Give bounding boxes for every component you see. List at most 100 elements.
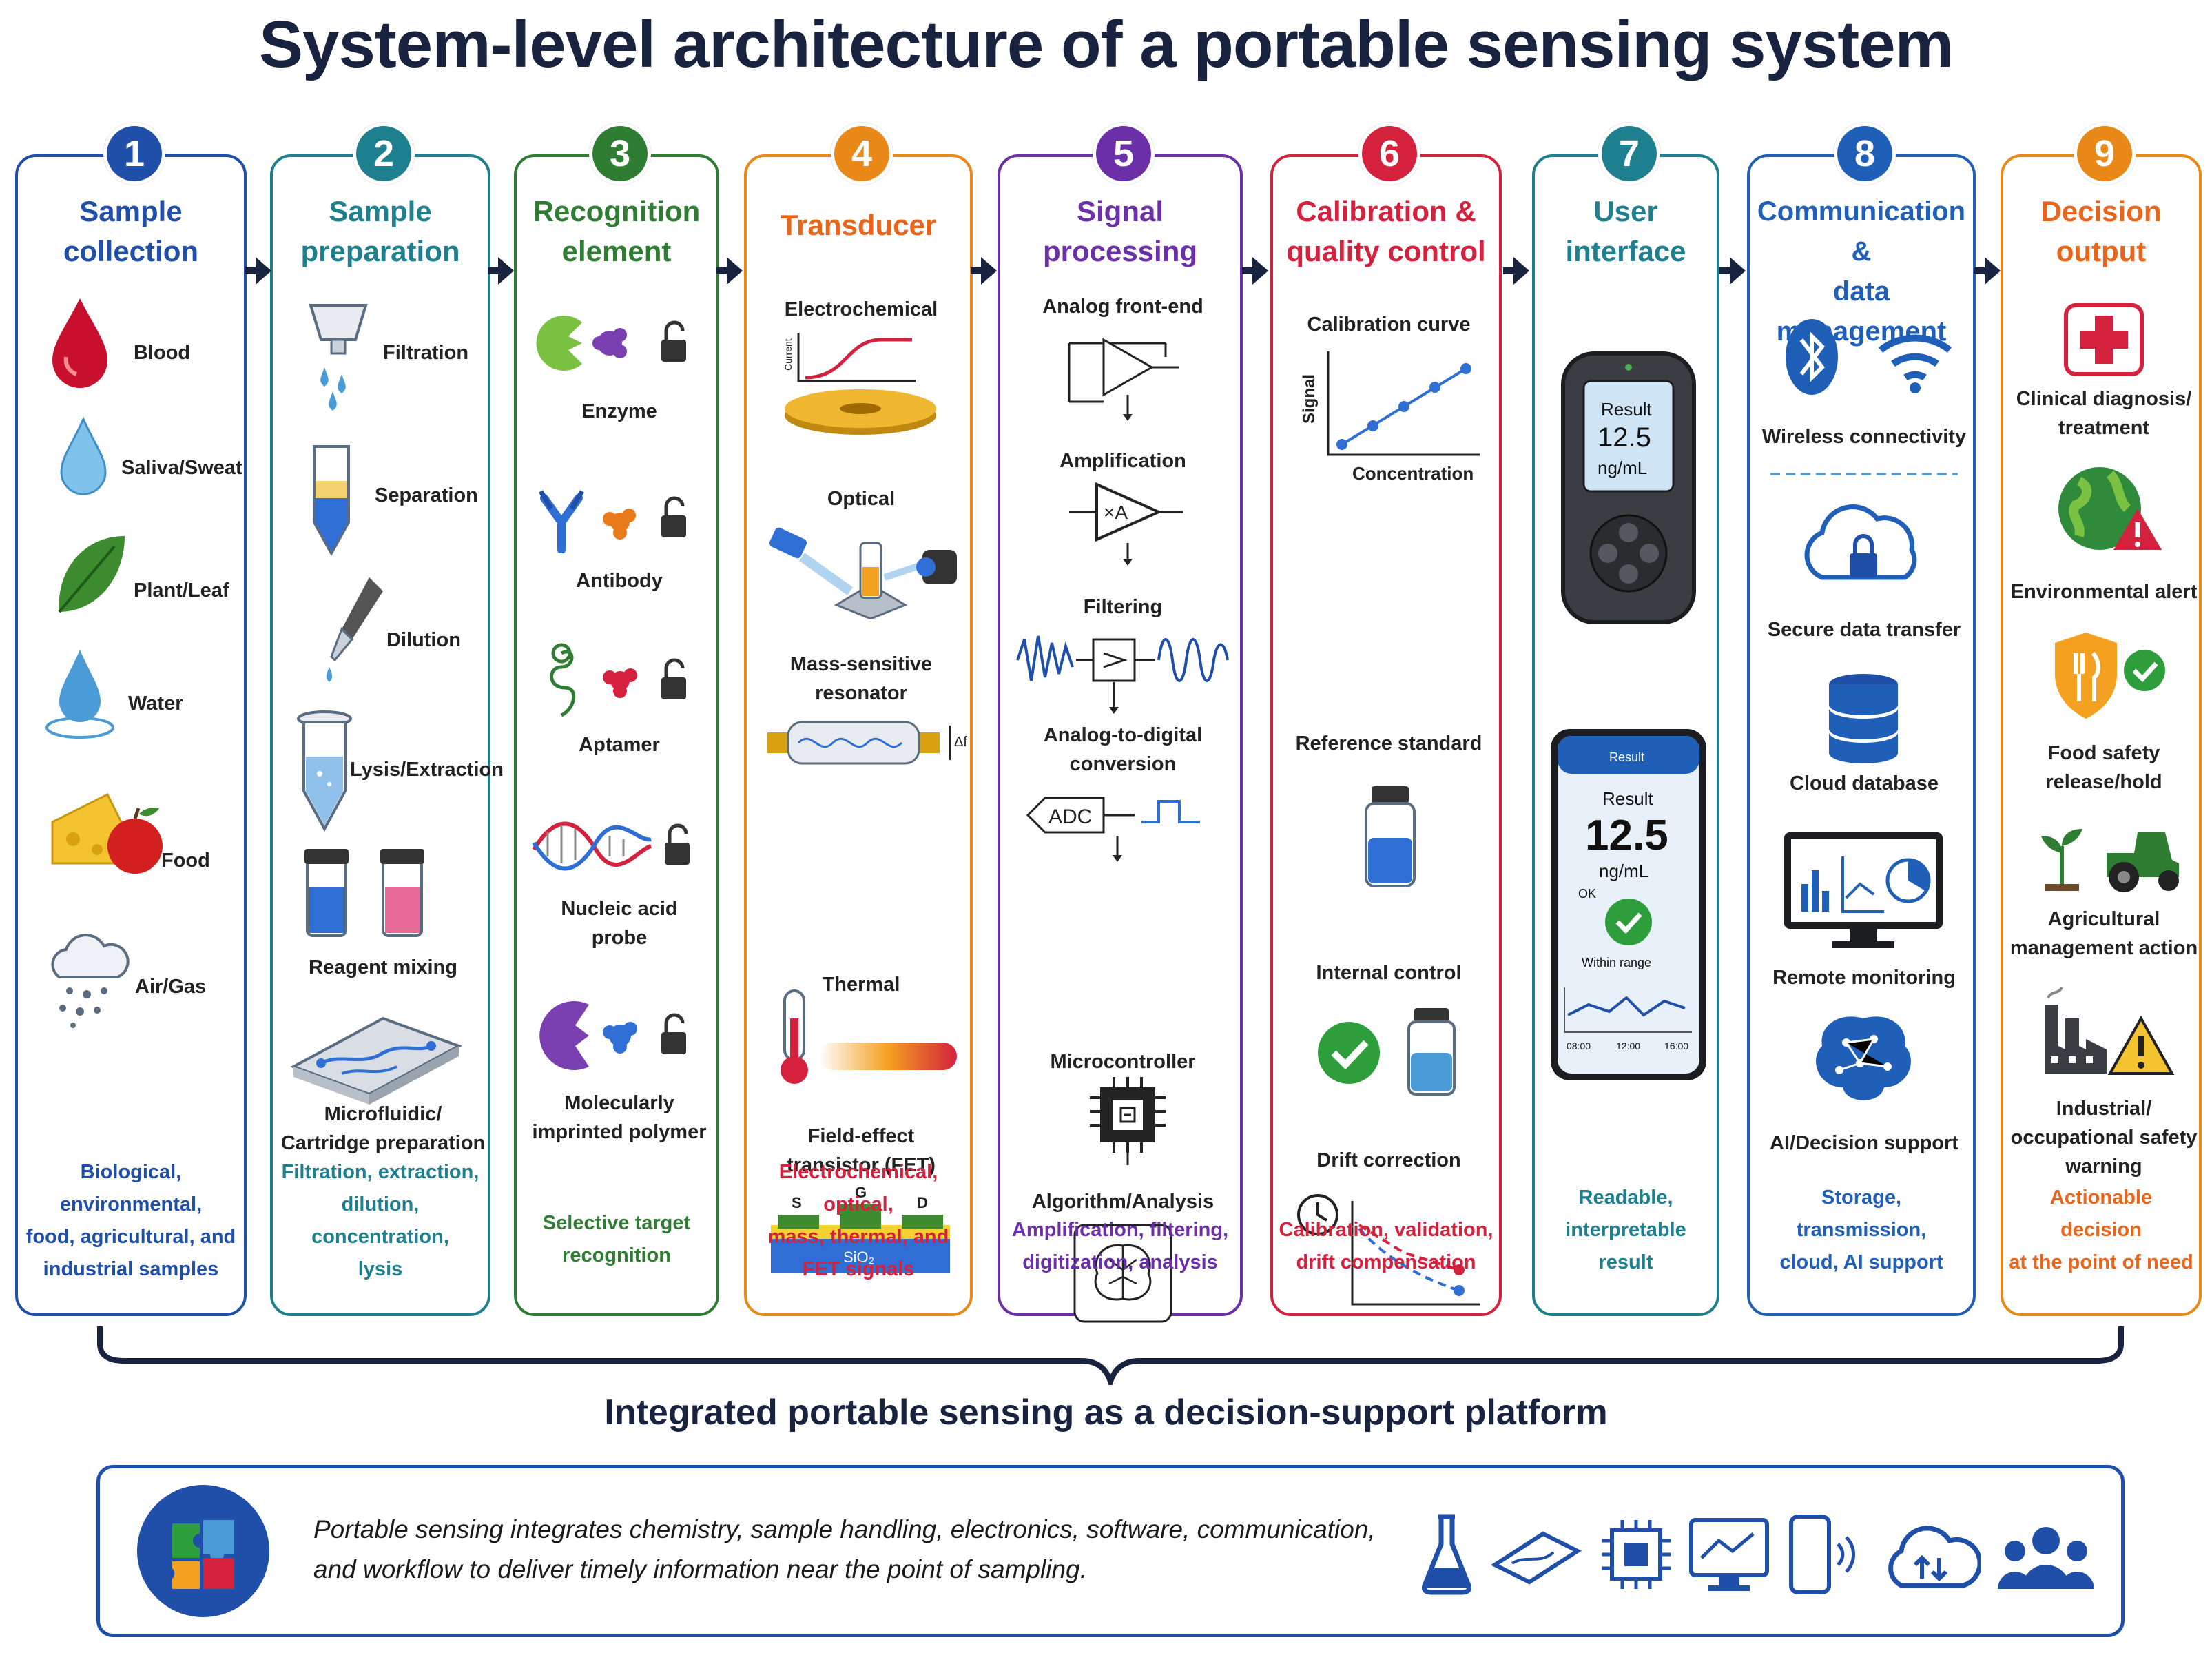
flow-arrow-icon: [1503, 257, 1529, 285]
agriculture-tractor-icon: [2041, 829, 2179, 892]
column-communication-data-management: 8 Communication & data management Wirele…: [1747, 123, 1976, 1316]
item-clinical-diagnosis: Clinical diagnosis/ treatment: [2016, 388, 2192, 439]
step-number: 9: [2074, 123, 2136, 185]
resonator-icon: Δf: [767, 721, 967, 765]
current-axis-label: Current: [783, 338, 794, 371]
step-number: 8: [1834, 123, 1896, 185]
item-food-safety: Food safety release/hold: [2045, 742, 2162, 793]
summary-text: Portable sensing integrates chemistry, s…: [313, 1515, 1376, 1583]
sio2-label: SiO₂: [843, 1249, 874, 1266]
flow-arrow-icon: [716, 257, 743, 285]
item-analog-to-digital-conversion: Analog-to-digital conversion: [1043, 724, 1203, 775]
signal-axis-label: Signal: [1300, 374, 1319, 424]
column-recognition-element: 3 Recognition element Enzyme Antibody Ap…: [514, 123, 719, 1316]
flow-arrow-icon: [1974, 257, 2001, 285]
microcontroller-icon: [1090, 1077, 1166, 1165]
phone-result-label: Result: [1602, 788, 1653, 809]
column-footer: Calibration, validation, drift compensat…: [1279, 1219, 1493, 1273]
phone-status: Within range: [1582, 956, 1651, 969]
column-transducer: 4 Transducer Electrochemical Current Opt…: [744, 123, 973, 1316]
concentration-axis-label: Concentration: [1352, 463, 1474, 482]
column-title: Decision output: [2040, 195, 2162, 267]
ai-brain-icon: [1816, 1016, 1911, 1100]
column-sample-collection: 1 Sample collection Blood Saliva/Sweat P…: [15, 123, 247, 1316]
amplifier-gain-label: ×A: [1104, 502, 1128, 523]
microfluidic-cartridge-icon: [290, 1016, 462, 1105]
step-number: 2: [353, 123, 415, 185]
chip-icon: [1602, 1520, 1671, 1589]
step-number: 1: [103, 123, 165, 185]
source-label: S: [792, 1194, 802, 1211]
item-aptamer: Aptamer: [579, 734, 660, 756]
nucleic-acid-probe-icon: [532, 821, 690, 871]
item-thermal: Thermal: [822, 974, 900, 996]
puzzle-globe-icon: [137, 1485, 269, 1617]
thermometer-icon: [781, 989, 957, 1084]
phone-unit: ng/mL: [1599, 861, 1648, 881]
saliva-drop-icon: [60, 416, 107, 495]
blood-drop-icon: [52, 298, 107, 388]
analog-front-end-icon: [1068, 338, 1179, 421]
delta-f-label: Δf: [954, 735, 967, 750]
item-algorithm-analysis: Algorithm/Analysis: [1031, 1191, 1214, 1213]
item-industrial-safety-warning: Industrial/ occupational safety warning: [2010, 1098, 2198, 1178]
item-amplification: Amplification: [1060, 450, 1186, 472]
aptamer-icon: [550, 643, 686, 717]
step-number: 6: [1358, 123, 1420, 185]
item-blood: Blood: [134, 342, 191, 364]
cloud-sync-icon: [1888, 1526, 1981, 1588]
column-title: Sample collection: [63, 195, 199, 267]
column-title: Sample preparation: [300, 195, 460, 267]
step-number: 3: [589, 123, 651, 185]
reagent-vials-icon: [304, 849, 424, 937]
column-footer: Biological, environmental, food, agricul…: [25, 1161, 236, 1280]
item-internal-control: Internal control: [1316, 962, 1462, 984]
item-drift-correction: Drift correction: [1316, 1149, 1461, 1171]
column-title: Recognition element: [533, 195, 701, 267]
reference-standard-vial-icon: [1365, 786, 1416, 887]
meter-value: 12.5: [1598, 422, 1651, 453]
drift-correction-chart: [1297, 1194, 1480, 1306]
phone-result-value: 12.5: [1585, 812, 1668, 859]
internal-control-icon: [1318, 1008, 1456, 1096]
column-signal-processing: 5 Signal processing Analog front-end Amp…: [998, 123, 1243, 1323]
item-secure-data-transfer: Secure data transfer: [1767, 619, 1961, 641]
item-water: Water: [128, 692, 183, 715]
item-lysis-extraction: Lysis/Extraction: [350, 759, 504, 781]
phone-time-2: 12:00: [1616, 1040, 1640, 1051]
flow-arrow-icon: [245, 257, 271, 285]
item-wireless-connectivity: Wireless connectivity: [1761, 426, 1967, 448]
electrochemical-electrode-icon: Current: [783, 333, 936, 435]
item-reference-standard: Reference standard: [1295, 732, 1482, 754]
item-nucleic-acid-probe: Nucleic acid probe: [561, 898, 678, 949]
adc-label: ADC: [1048, 805, 1092, 828]
flow-arrow-icon: [971, 257, 997, 285]
platform-title: Integrated portable sensing as a decisio…: [604, 1393, 1608, 1433]
enzyme-icon: [536, 316, 686, 371]
summary-box: Portable sensing integrates chemistry, s…: [96, 1465, 2125, 1637]
item-cloud-database: Cloud database: [1790, 772, 1939, 794]
bluetooth-wifi-icon: [1786, 319, 1952, 395]
item-separation: Separation: [375, 484, 478, 506]
food-icon: [51, 792, 163, 874]
column-sample-preparation: 2 Sample preparation Filtration Separati…: [270, 123, 504, 1316]
column-footer: Amplification, filtering, digitization, …: [1011, 1219, 1229, 1273]
item-plant-leaf: Plant/Leaf: [134, 579, 229, 602]
item-dilution: Dilution: [386, 629, 461, 651]
step-number: 4: [831, 123, 893, 185]
item-microfluidic: Microfluidic/ Cartridge preparation: [280, 1103, 486, 1154]
page-title: System-level architecture of a portable …: [259, 8, 1954, 81]
column-title: User interface: [1565, 195, 1686, 267]
food-safety-icon: [2055, 633, 2165, 719]
step-number: 5: [1093, 123, 1155, 185]
item-mass-sensitive-resonator: Mass-sensitive resonator: [789, 653, 933, 704]
column-footer: Electrochemical, optical, mass, thermal,…: [767, 1161, 949, 1280]
item-calibration-curve: Calibration curve: [1307, 314, 1471, 336]
item-microcontroller: Microcontroller: [1050, 1051, 1196, 1073]
air-gas-icon: [51, 934, 130, 1028]
item-saliva-sweat: Saliva/Sweat: [121, 457, 242, 479]
item-agricultural-management: Agricultural management action: [2009, 908, 2198, 959]
